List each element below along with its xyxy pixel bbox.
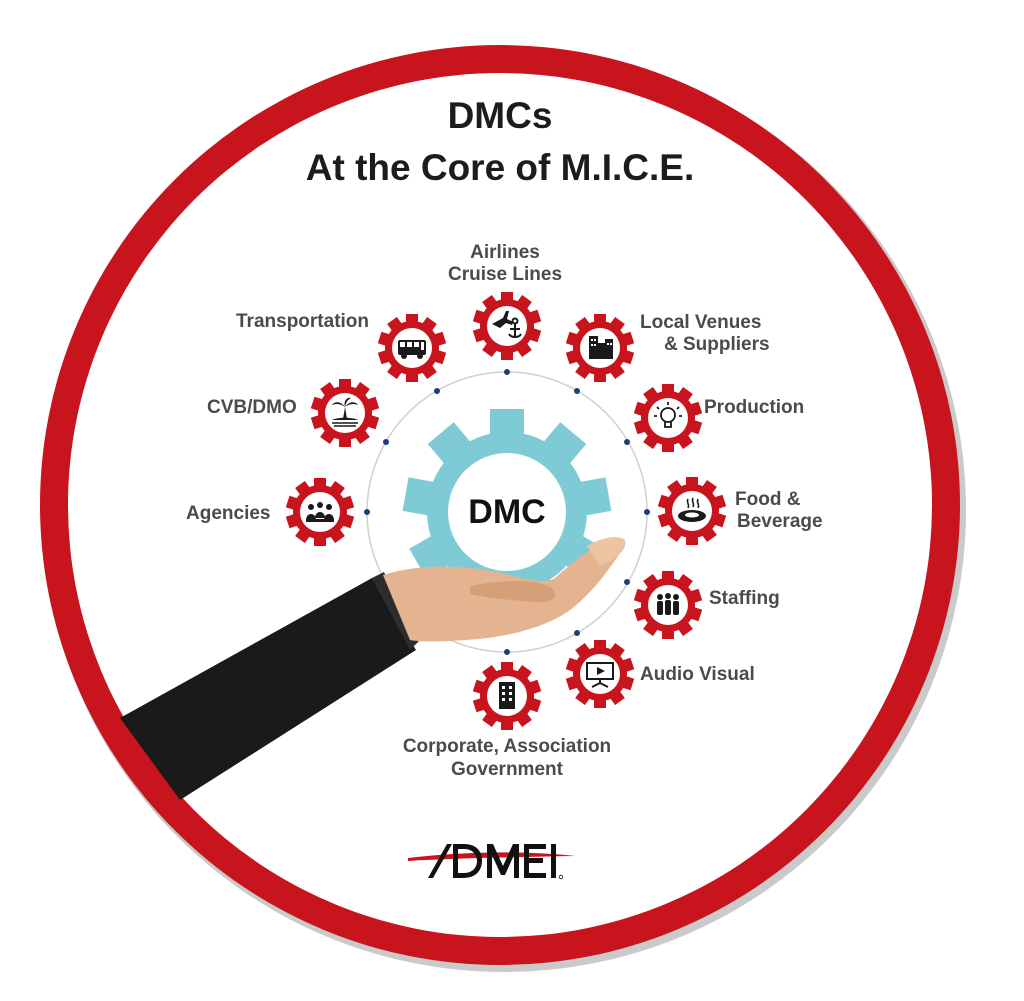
hand-illustration [120, 537, 626, 800]
label-corporate-2: Government [451, 759, 563, 780]
orbit-dot [624, 439, 630, 445]
title-line-1: DMCs [447, 95, 553, 136]
label-food-1: Food & [735, 489, 801, 510]
label-airlines-2: Cruise Lines [447, 264, 563, 285]
thumb [470, 581, 555, 603]
food-dish-icon [678, 497, 706, 522]
label-local-venues-1: Local Venues [640, 312, 762, 333]
label-cvb: CVB/DMO [207, 397, 297, 418]
label-agencies: Agencies [186, 503, 271, 524]
orbit-dot [624, 579, 630, 585]
label-local-venues-2: & Suppliers [664, 334, 770, 355]
logo-letter-a [428, 844, 452, 878]
label-audio-visual: Audio Visual [640, 664, 755, 685]
gear-cvb [310, 379, 380, 447]
logo-letter-i [551, 844, 556, 878]
label-food-2: Beverage [737, 511, 823, 532]
registered-mark [558, 874, 564, 880]
gear-food-beverage [657, 477, 727, 545]
gear-production [633, 384, 703, 452]
orbit-dot [504, 649, 510, 655]
gear-corporate [472, 662, 542, 730]
lightbulb-icon [654, 402, 682, 428]
logo-letter-m [487, 844, 519, 878]
meeting-group-icon [306, 502, 334, 522]
plane-anchor-icon [492, 311, 522, 338]
logo-text: ADMEI [498, 884, 502, 885]
orbit-dot [383, 439, 389, 445]
gear-local-venues [565, 314, 635, 382]
label-production: Production [704, 397, 805, 418]
office-building-icon [499, 682, 515, 709]
presentation-screen-icon [586, 662, 614, 688]
gear-airlines [472, 292, 542, 360]
orbit-dot [434, 388, 440, 394]
gear-staffing [633, 571, 703, 639]
title-line-2: At the Core of M.I.C.E. [305, 147, 695, 188]
gear-audio-visual [565, 640, 635, 708]
gear-transportation [377, 314, 447, 382]
label-corporate-1: Corporate, Association [402, 736, 612, 757]
core-label: DMC [468, 493, 546, 531]
logo-letter-d [453, 844, 482, 878]
buildings-icon [589, 336, 613, 359]
fingers [587, 537, 626, 566]
orbit-dot [504, 369, 510, 375]
palm-island-icon [332, 397, 358, 427]
logo-letter-e [524, 844, 546, 878]
label-airlines-1: Airlines [470, 242, 540, 263]
label-transportation: Transportation [236, 311, 370, 332]
label-staffing: Staffing [709, 588, 780, 609]
sleeve [120, 578, 416, 800]
orbit-dot [574, 630, 580, 636]
orbit-dot [574, 388, 580, 394]
orbit-dot [364, 509, 370, 515]
orbit-dot [644, 509, 650, 515]
people-icon [657, 593, 679, 615]
orbit-dots [364, 369, 650, 655]
bus-icon [398, 340, 426, 359]
admei-logo [408, 844, 575, 880]
gear-agencies [285, 478, 355, 546]
